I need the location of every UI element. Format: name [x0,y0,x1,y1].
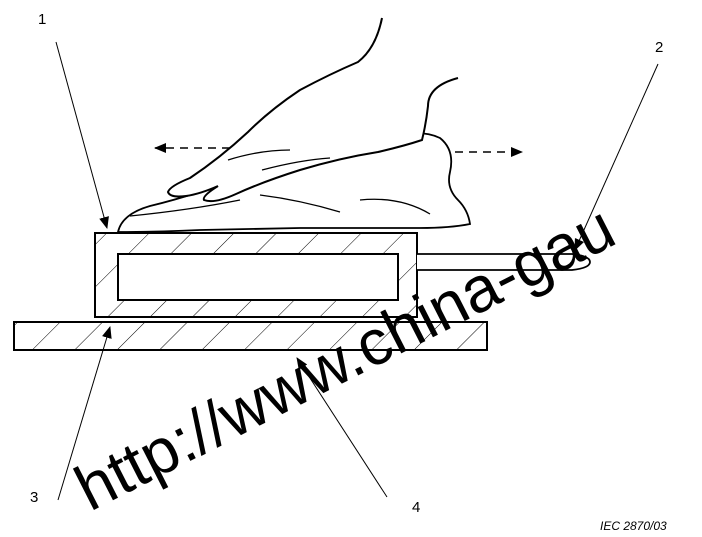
cloth-fold [129,194,431,217]
cable [417,253,591,271]
base-plate [13,321,488,351]
leader-line-2 [574,63,659,251]
leader-line-4 [296,357,388,498]
hand-icon [166,17,459,203]
callout-2: 2 [655,39,663,56]
callout-3: 3 [30,489,38,506]
leader-line-3 [57,326,112,501]
figure-caption: IEC 2870/03 [600,519,667,533]
inner-cavity [117,253,399,301]
callout-1: 1 [38,11,46,28]
leader-line-1 [55,41,109,229]
callout-4: 4 [412,499,420,516]
hand-finger-lines [227,149,331,171]
